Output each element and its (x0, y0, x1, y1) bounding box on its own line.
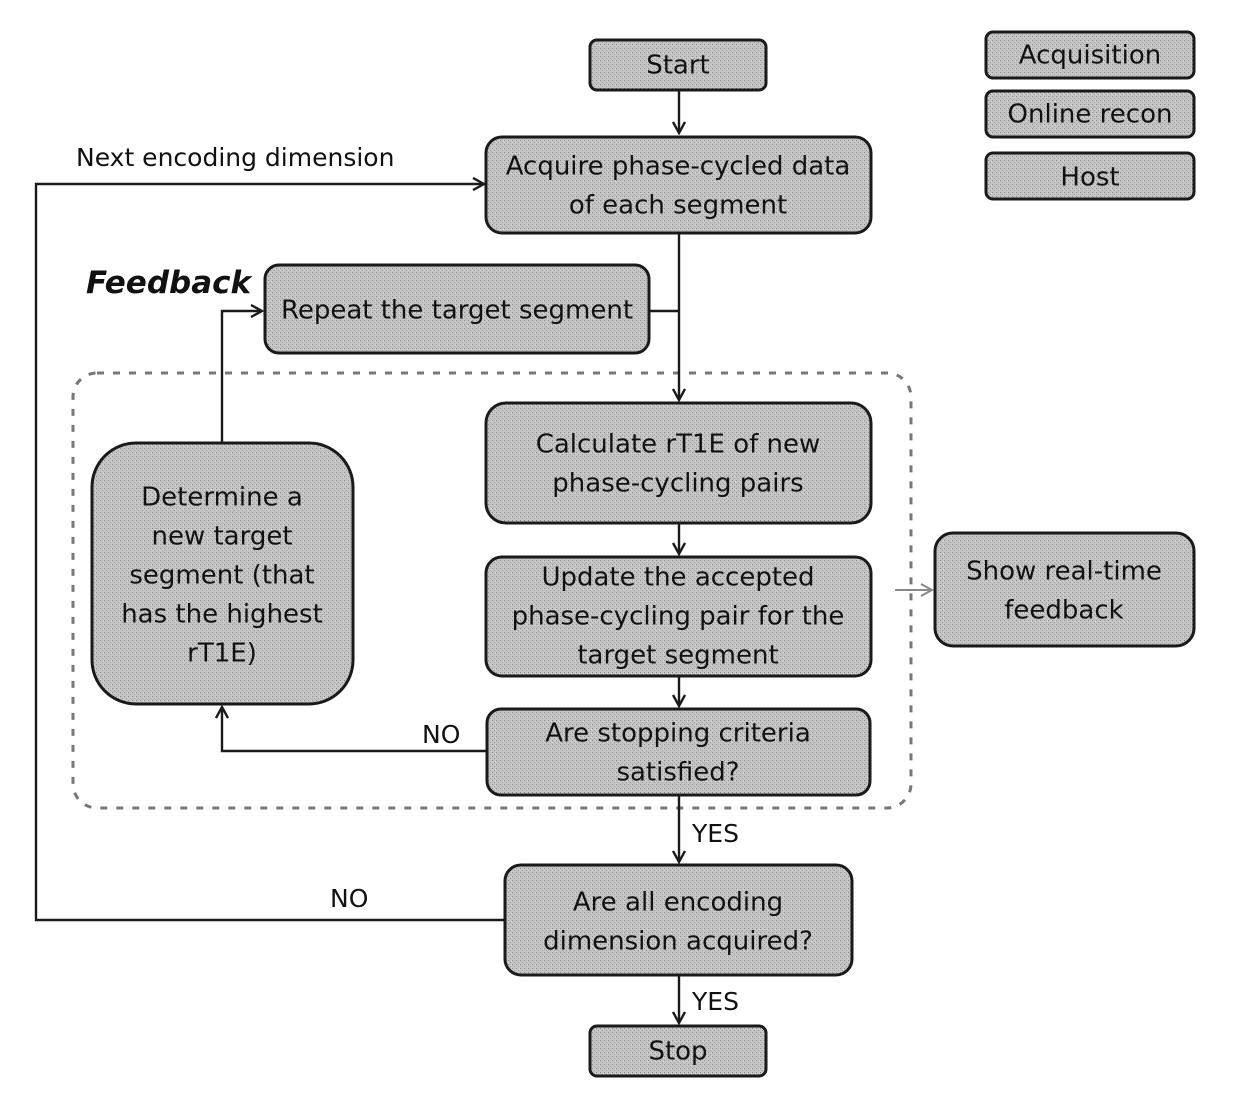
determine-label-line-5: rT1E) (187, 639, 257, 669)
update-label-line-3: target segment (577, 641, 778, 671)
legend: Acquisition Online recon Host (986, 32, 1194, 199)
calculate-label-line-1: Calculate rT1E of new (536, 430, 821, 460)
node-all-acquired: Are all encoding dimension acquired? (505, 865, 852, 975)
all-acquired-label-line-1: Are all encoding (573, 888, 783, 918)
start-label: Start (646, 51, 710, 81)
node-stop: Stop (590, 1026, 766, 1076)
determine-label-line-1: Determine a (141, 483, 303, 513)
calculate-box (486, 403, 871, 523)
determine-label-line-4: has the highest (121, 600, 323, 630)
show-feedback-box (935, 533, 1194, 646)
node-determine: Determine a new target segment (that has… (92, 443, 353, 704)
repeat-label: Repeat the target segment (281, 296, 633, 326)
node-acquire: Acquire phase-cycled data of each segmen… (486, 137, 871, 233)
update-label-line-1: Update the accepted (541, 563, 814, 593)
all-acquired-label-line-2: dimension acquired? (543, 927, 813, 957)
determine-label-line-2: new target (151, 522, 292, 552)
arrow-determine-to-repeat (222, 311, 262, 443)
no-label-all-acquired: NO (330, 884, 368, 913)
stopping-label-line-2: satisfied? (616, 758, 739, 788)
next-encoding-label: Next encoding dimension (76, 143, 394, 172)
determine-label-line-3: segment (that (129, 561, 314, 591)
legend-acquisition-label: Acquisition (1019, 41, 1161, 71)
node-calculate: Calculate rT1E of new phase-cycling pair… (486, 403, 871, 523)
stopping-label-line-1: Are stopping criteria (545, 719, 811, 749)
feedback-title: Feedback (86, 265, 253, 301)
node-update: Update the accepted phase-cycling pair f… (486, 557, 871, 676)
node-repeat: Repeat the target segment (265, 265, 649, 353)
calculate-label-line-2: phase-cycling pairs (552, 469, 803, 499)
yes-label-all-acquired: YES (691, 987, 739, 1016)
node-stopping-criteria: Are stopping criteria satisfied? (487, 709, 870, 795)
all-acquired-box (505, 865, 852, 975)
stop-label: Stop (648, 1037, 707, 1067)
show-feedback-label-line-1: Show real-time (966, 557, 1162, 587)
acquire-label-line-1: Acquire phase-cycled data (506, 152, 851, 182)
node-start: Start (590, 40, 766, 90)
update-label-line-2: phase-cycling pair for the (512, 602, 845, 632)
show-feedback-label-line-2: feedback (1004, 596, 1123, 626)
no-label-stopping: NO (422, 720, 460, 749)
acquire-label-line-2: of each segment (569, 191, 787, 221)
legend-online-recon-label: Online recon (1008, 100, 1173, 130)
node-show-feedback: Show real-time feedback (935, 533, 1194, 646)
yes-label-stopping: YES (691, 819, 739, 848)
legend-host-label: Host (1060, 163, 1119, 193)
